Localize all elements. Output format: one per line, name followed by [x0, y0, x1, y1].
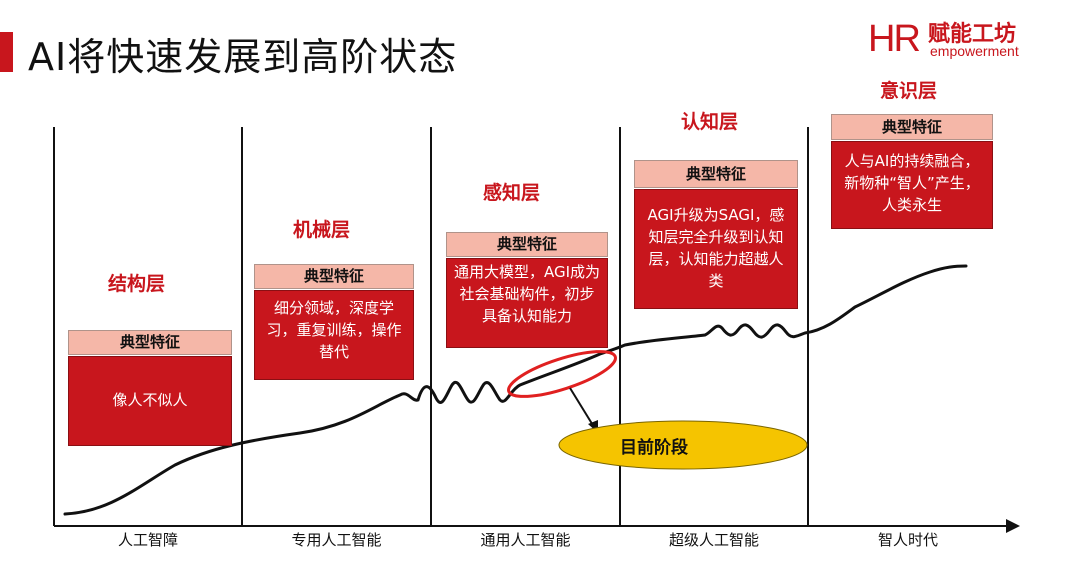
- feature-header-structure: 典型特征: [68, 330, 232, 355]
- stage-label-super-ai: 超级人工智能: [668, 531, 759, 549]
- current-stage-label: 目前阶段: [620, 438, 688, 458]
- title-accent-bar: [0, 32, 13, 72]
- page-title: AI将快速发展到高阶状态: [28, 35, 458, 79]
- development-curve: [63, 264, 968, 516]
- current-stage-ellipse: [558, 420, 808, 470]
- logo-mark: HR: [868, 18, 921, 60]
- feature-body-structure: 像人不似人: [68, 356, 232, 446]
- logo-name-cn: 赋能工坊: [928, 22, 1017, 47]
- feature-header-consciousness: 典型特征: [831, 114, 993, 140]
- feature-body-mechanical: 细分领域，深度学习，重复训练，操作替代: [254, 290, 414, 380]
- stage-label-homo-era: 智人时代: [877, 531, 938, 549]
- layer-title-structure: 结构层: [108, 273, 166, 295]
- time-axis-arrowhead: [1006, 519, 1020, 533]
- feature-header-perception: 典型特征: [446, 232, 608, 257]
- feature-body-perception: 通用大模型，AGI成为社会基础构件，初步具备认知能力: [446, 258, 608, 348]
- stage-label-general-ai: 通用人工智能: [480, 531, 571, 549]
- brand-logo: HR 赋能工坊 empowerment: [868, 16, 1068, 60]
- feature-header-cognition: 典型特征: [634, 160, 798, 188]
- current-stage-pointer: [569, 387, 595, 428]
- feature-body-consciousness: 人与AI的持续融合，新物种“智人”产生，人类永生: [831, 141, 993, 229]
- current-position-highlight: [507, 350, 617, 398]
- layer-title-mechanical: 机械层: [293, 219, 351, 241]
- layer-title-perception: 感知层: [483, 182, 541, 204]
- feature-header-mechanical: 典型特征: [254, 264, 414, 289]
- stage-label-artificial-stupidity: 人工智障: [117, 531, 178, 549]
- logo-name-en: empowerment: [930, 43, 1019, 59]
- layer-title-consciousness: 意识层: [880, 80, 938, 102]
- layer-title-cognition: 认知层: [681, 111, 739, 133]
- feature-body-cognition: AGI升级为SAGI，感知层完全升级到认知层，认知能力超越人类: [634, 189, 798, 309]
- stage-label-narrow-ai: 专用人工智能: [291, 531, 382, 549]
